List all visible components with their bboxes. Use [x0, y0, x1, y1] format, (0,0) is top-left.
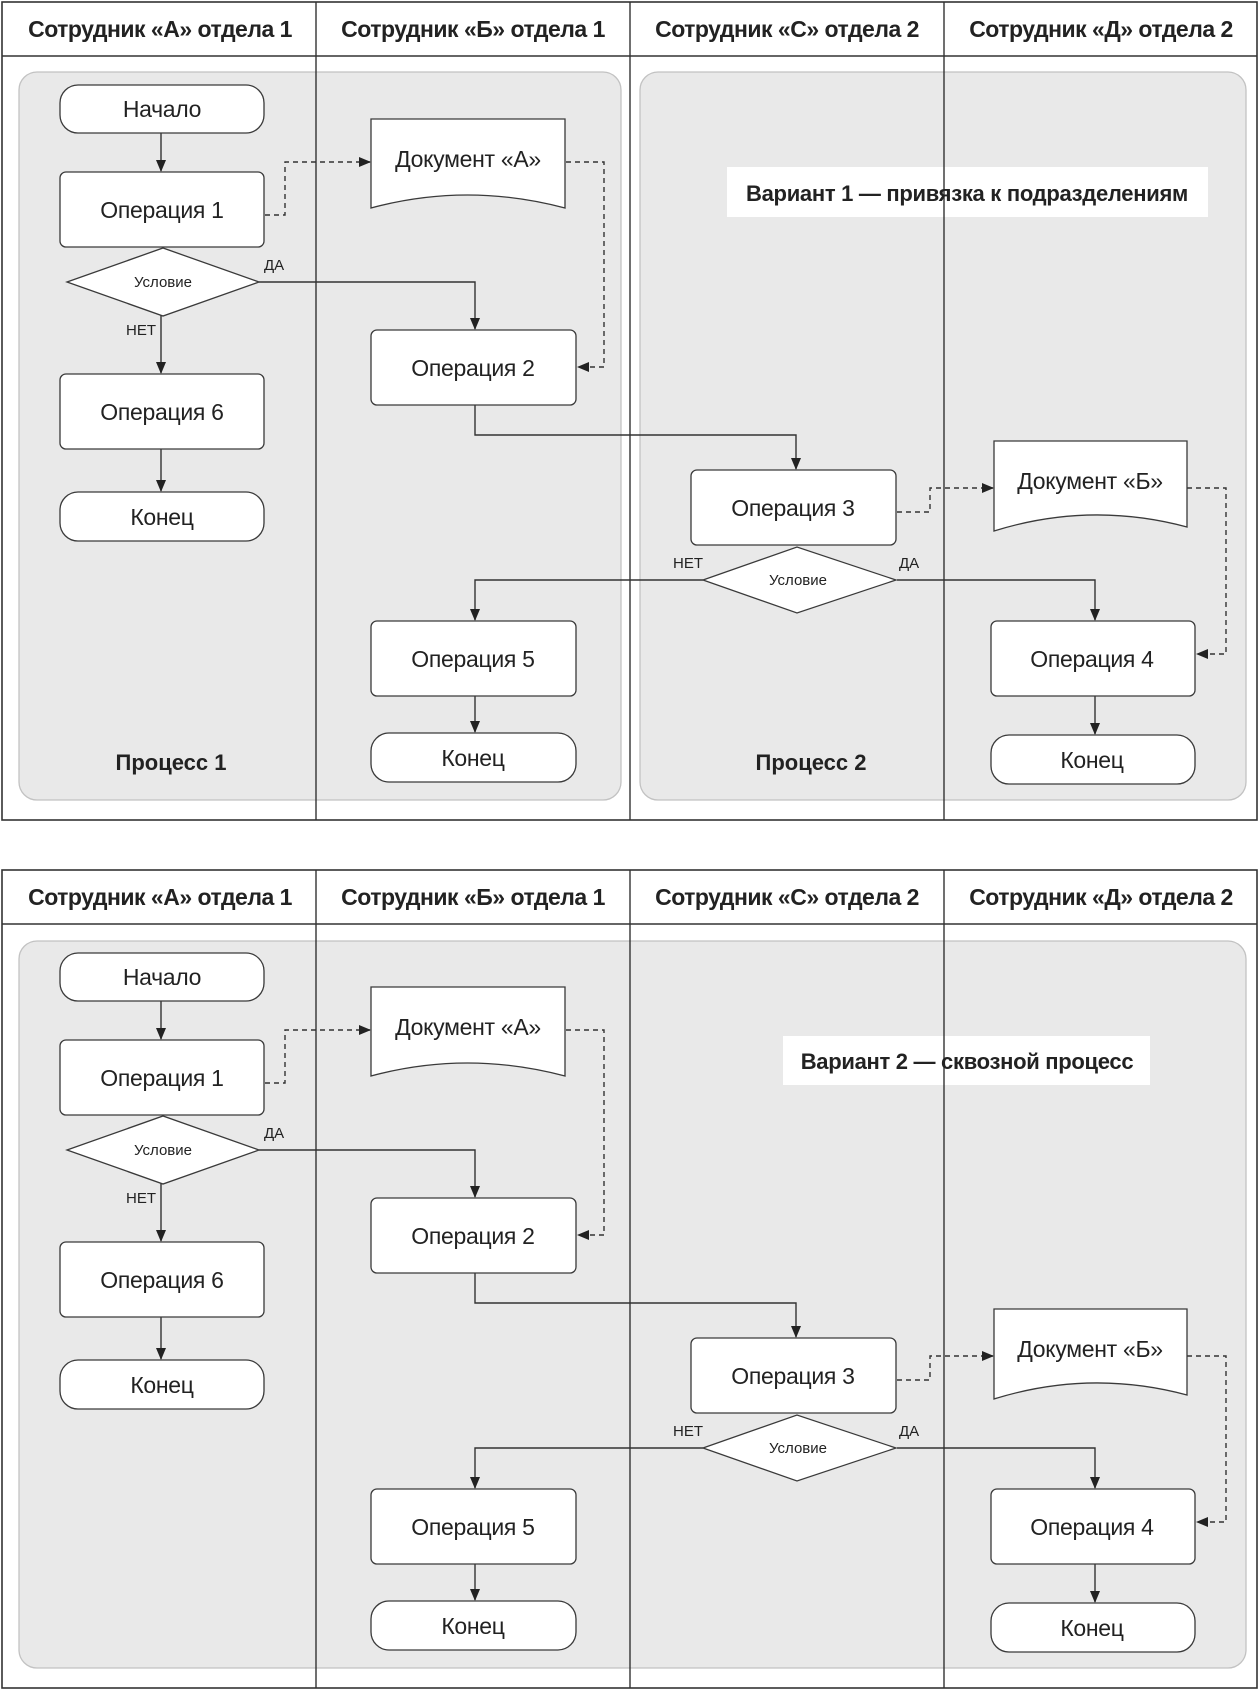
process-region [18, 940, 1247, 1669]
document-b: Документ «Б» [993, 440, 1188, 532]
node-label: Конец [1060, 1615, 1123, 1641]
node-label: Документ «А» [395, 1014, 541, 1040]
node-label: Конец [441, 745, 504, 771]
operation-6: Операция 6 [59, 1241, 265, 1318]
node-label: Условие [134, 1142, 192, 1159]
condition-1: Условие [65, 247, 261, 317]
node-label: Операция 5 [411, 1514, 534, 1540]
operation-1: Операция 1 [59, 1039, 265, 1116]
connector-no [470, 1447, 703, 1489]
operation-4: Операция 4 [990, 1488, 1196, 1565]
document-flow [1187, 1355, 1227, 1527]
node-label: Операция 1 [100, 1065, 223, 1091]
diagram-variant-1: Сотрудник «А» отдела 1 Сотрудник «Б» отд… [1, 1, 1258, 821]
node-label: Операция 1 [100, 197, 223, 223]
lane-header: Сотрудник «С» отдела 2 [655, 884, 919, 910]
start-node: Начало [59, 952, 265, 1002]
node-label: Конец [130, 1372, 193, 1398]
node-label: Документ «Б» [1017, 468, 1163, 494]
node-label: Операция 3 [731, 1363, 854, 1389]
branch-label-yes: ДА [899, 1423, 919, 1440]
node-label: Конец [130, 504, 193, 530]
node-label: Документ «А» [395, 146, 541, 172]
document-flow [897, 1351, 994, 1381]
document-flow [897, 483, 994, 513]
lane-header: Сотрудник «Д» отдела 2 [969, 884, 1233, 910]
connector-yes [897, 579, 1100, 621]
end-node: Конец [59, 491, 265, 542]
variant-caption-box [727, 167, 1208, 217]
branch-label-no: НЕТ [673, 555, 703, 572]
variant-caption-box [783, 1036, 1150, 1085]
document-flow [566, 1029, 605, 1240]
condition-2: Условие [701, 1414, 899, 1482]
node-label: Условие [769, 1440, 827, 1457]
end-node: Конец [990, 734, 1196, 785]
connector [474, 1273, 801, 1338]
operation-1: Операция 1 [59, 171, 265, 248]
connector-yes [259, 281, 480, 330]
end-node: Конец [370, 732, 577, 783]
branch-label-no: НЕТ [673, 1423, 703, 1440]
start-node: Начало [59, 84, 265, 134]
lane-header: Сотрудник «Б» отдела 1 [341, 884, 605, 910]
operation-3: Операция 3 [690, 1337, 897, 1414]
node-label: Операция 4 [1030, 646, 1154, 672]
condition-1: Условие [65, 1115, 261, 1185]
document-flow [566, 161, 605, 372]
node-label: Условие [134, 274, 192, 291]
node-label: Условие [769, 572, 827, 589]
lane-header: Сотрудник «А» отдела 1 [28, 884, 293, 910]
operation-6: Операция 6 [59, 373, 265, 450]
condition-2: Условие [701, 546, 899, 614]
branch-label-no: НЕТ [126, 1190, 156, 1207]
operation-2: Операция 2 [370, 1197, 577, 1274]
branch-label-yes: ДА [899, 555, 919, 572]
connector-yes [259, 1149, 480, 1198]
node-label: Конец [1060, 747, 1123, 773]
node-label: Конец [441, 1613, 504, 1639]
document-flow [265, 157, 371, 216]
document-a: Документ «А» [370, 986, 566, 1077]
variant-caption: Вариант 1 — привязка к подразделениям [746, 181, 1188, 206]
process-label: Процесс 2 [756, 750, 867, 775]
branch-label-yes: ДА [264, 257, 284, 274]
operation-4: Операция 4 [990, 620, 1196, 697]
document-flow [1187, 487, 1227, 659]
node-label: Операция 6 [100, 399, 223, 425]
operation-2: Операция 2 [370, 329, 577, 406]
operation-5: Операция 5 [370, 620, 577, 697]
lane-header: Сотрудник «А» отдела 1 [28, 16, 293, 42]
node-label: Операция 5 [411, 646, 534, 672]
end-node: Конец [59, 1359, 265, 1410]
connector-no [470, 579, 703, 621]
branch-label-yes: ДА [264, 1125, 284, 1142]
node-label: Начало [123, 96, 201, 122]
lane-header: Сотрудник «Б» отдела 1 [341, 16, 605, 42]
diagram-variant-2: Сотрудник «А» отдела 1 Сотрудник «Б» отд… [1, 869, 1258, 1689]
node-label: Операция 2 [411, 1223, 534, 1249]
end-node: Конец [990, 1602, 1196, 1653]
operation-5: Операция 5 [370, 1488, 577, 1565]
process-label: Процесс 1 [116, 750, 227, 775]
node-label: Операция 2 [411, 355, 534, 381]
end-node: Конец [370, 1600, 577, 1651]
node-label: Операция 4 [1030, 1514, 1154, 1540]
connector [474, 405, 801, 470]
connector-yes [897, 1447, 1100, 1489]
node-label: Начало [123, 964, 201, 990]
operation-3: Операция 3 [690, 469, 897, 546]
document-b: Документ «Б» [993, 1308, 1188, 1400]
variant-caption: Вариант 2 — сквозной процесс [801, 1049, 1134, 1074]
lane-header: Сотрудник «Д» отдела 2 [969, 16, 1233, 42]
node-label: Операция 6 [100, 1267, 223, 1293]
node-label: Операция 3 [731, 495, 854, 521]
branch-label-no: НЕТ [126, 322, 156, 339]
document-a: Документ «А» [370, 118, 566, 209]
node-label: Документ «Б» [1017, 1336, 1163, 1362]
document-flow [265, 1025, 371, 1084]
lane-header: Сотрудник «С» отдела 2 [655, 16, 919, 42]
